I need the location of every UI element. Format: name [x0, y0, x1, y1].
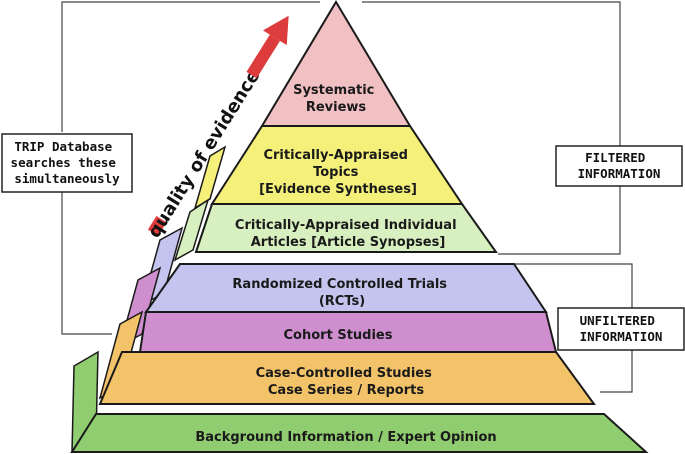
level-2-label: Critically-Appraised Topics [Evidence Sy…: [259, 148, 417, 197]
unfiltered-bracket-lower: [600, 350, 633, 393]
arrow-shaft: [246, 34, 280, 79]
arrow-head: [263, 15, 289, 46]
pyramid-level-3-shape: [194, 203, 498, 253]
pyramid-level-labels: Systematic Reviews Critically-Appraised …: [195, 83, 496, 445]
unfiltered-information-label: UNFILTERED INFORMATION: [580, 313, 663, 344]
pyramid-levels: [70, 0, 649, 453]
level-7-label: Background Information / Expert Opinion: [195, 430, 496, 445]
unfiltered-bracket: [514, 263, 633, 308]
filtered-bracket-lower: [498, 186, 621, 255]
level-1-label: Systematic Reviews: [293, 83, 379, 115]
filtered-information-label: FILTERED INFORMATION: [578, 150, 661, 181]
unfiltered-information-box: UNFILTERED INFORMATION: [557, 307, 685, 351]
pyramid-level-6-shape: [98, 351, 596, 405]
bracket-lines: [61, 1, 633, 393]
side-face-level-3: [173, 198, 210, 262]
filtered-information-box: FILTERED INFORMATION: [555, 145, 683, 187]
level-5-label: Cohort Studies: [284, 328, 393, 343]
level-6-label: Case-Controlled Studies Case Series / Re…: [256, 366, 437, 398]
arrow-tail: [147, 216, 167, 236]
trip-bracket-lower: [61, 192, 112, 335]
trip-database-box: TRIP Database searches these simultaneou…: [1, 133, 133, 193]
pyramid-level-7-shape: [70, 413, 649, 453]
trip-bracket: [61, 1, 320, 132]
filtered-bracket: [362, 1, 621, 146]
level-3-label: Critically-Appraised Individual Articles…: [235, 218, 461, 250]
trip-database-label: TRIP Database searches these simultaneou…: [11, 139, 124, 186]
level-4-label: Randomized Controlled Trials (RCTs): [232, 277, 451, 309]
